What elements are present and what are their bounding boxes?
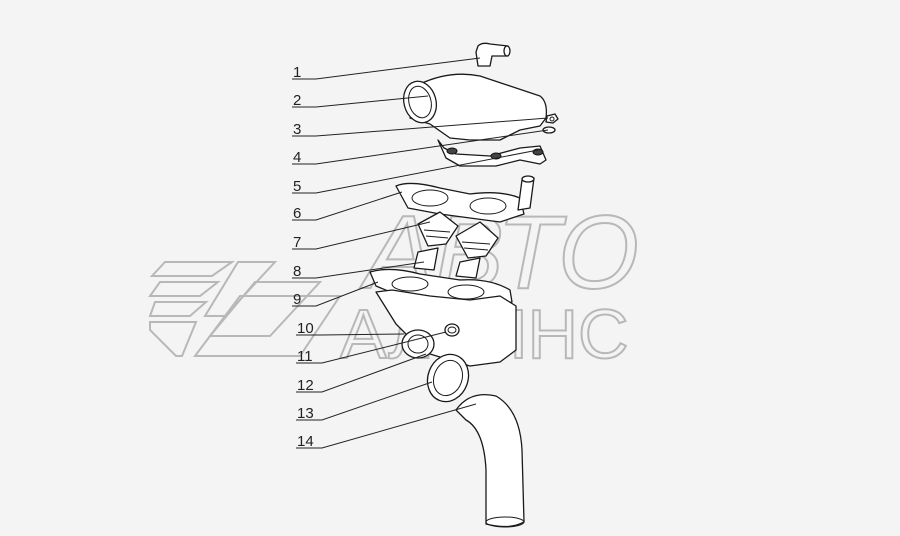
callout-3: 3 — [293, 121, 301, 138]
leader-2 — [292, 95, 429, 108]
callout-6: 6 — [293, 205, 301, 222]
leader-3 — [292, 117, 549, 137]
leader-11 — [296, 331, 447, 364]
callout-8: 8 — [293, 263, 301, 280]
part-plug — [444, 323, 460, 337]
part-gasket-upper — [395, 182, 525, 223]
callout-10: 10 — [297, 320, 314, 337]
leader-6 — [292, 191, 403, 221]
leader-14 — [296, 403, 477, 449]
leader-5 — [292, 149, 539, 194]
part-pipe-housing — [402, 73, 548, 141]
part-hose — [455, 393, 525, 528]
part-stud — [517, 175, 535, 211]
part-bracket — [437, 139, 547, 167]
callout-5: 5 — [293, 178, 301, 195]
part-hose-clamp — [426, 353, 470, 403]
callout-4: 4 — [293, 149, 301, 166]
watermark-emblem — [148, 261, 342, 357]
leader-4 — [292, 129, 549, 165]
part-washer — [542, 126, 556, 134]
leader-7 — [292, 221, 431, 250]
callout-9: 9 — [293, 291, 301, 308]
callout-11: 11 — [297, 348, 313, 365]
leader-12 — [296, 353, 427, 393]
callout-12: 12 — [297, 377, 314, 394]
callout-labels: 1 2 3 4 5 6 7 8 9 10 11 12 13 14 — [293, 64, 314, 450]
leader-10 — [296, 333, 405, 336]
part-nut — [545, 113, 559, 124]
part-elbow-fitting — [475, 42, 511, 67]
callout-14: 14 — [297, 433, 314, 450]
callout-13: 13 — [297, 405, 314, 422]
callout-2: 2 — [293, 92, 301, 109]
leader-9 — [292, 281, 379, 307]
leader-8 — [292, 261, 425, 279]
part-thermostat-left — [413, 211, 459, 271]
parts — [369, 42, 559, 528]
leader-1 — [292, 57, 481, 80]
callout-1: 1 — [293, 64, 301, 81]
leader-13 — [296, 381, 433, 421]
callout-7: 7 — [293, 234, 301, 251]
callout-leaders — [292, 57, 549, 449]
part-thermostat-right — [455, 221, 499, 279]
